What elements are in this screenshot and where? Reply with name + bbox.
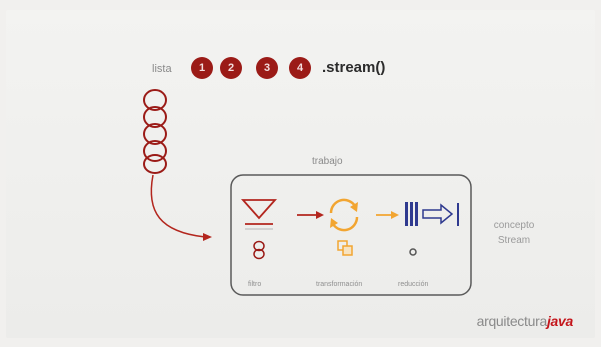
- filter-icon: [240, 199, 278, 230]
- trabajo-box: [230, 174, 472, 296]
- list-item-4: 4: [289, 57, 311, 79]
- brand-prefix: arquitectura: [476, 313, 548, 329]
- lista-label: lista: [152, 63, 172, 75]
- transform-copy-icon: [337, 240, 353, 256]
- stream-line: Stream: [497, 235, 531, 246]
- flow-arrow-curve: [150, 174, 206, 238]
- transform-cycle-icon: [329, 198, 359, 232]
- trabajo-title: trabajo: [312, 156, 343, 167]
- list-item-1: 1: [191, 57, 213, 79]
- concepto-stream-label: concepto Stream: [484, 218, 544, 248]
- reduce-arrow-icon: [422, 203, 459, 226]
- reduce-bars-icon: [405, 202, 418, 226]
- transformacion-label: transformación: [316, 281, 363, 288]
- brand-accent: java: [546, 313, 573, 329]
- filter-chain-icon: [253, 240, 265, 260]
- brand-logo: arquitecturajava: [476, 313, 574, 329]
- list-item-2: 2: [220, 57, 242, 79]
- chain-icon: [143, 89, 167, 174]
- filtro-label: filtro: [248, 281, 262, 288]
- reduce-dot-icon: [409, 248, 417, 256]
- stream-method: .stream(): [322, 59, 386, 76]
- reduccion-label: reducción: [398, 281, 429, 288]
- list-item-3: 3: [256, 57, 278, 79]
- concepto-line: concepto: [493, 220, 535, 231]
- flow-arrowhead: [203, 233, 212, 241]
